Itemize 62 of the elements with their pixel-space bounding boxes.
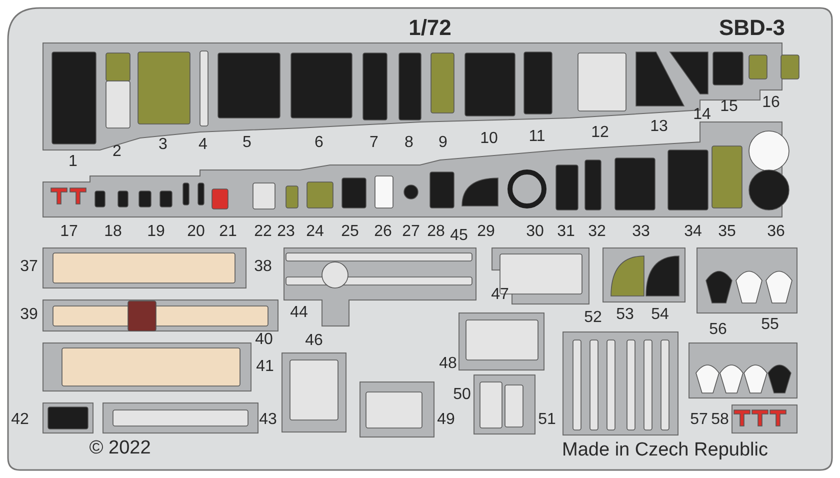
part-number: 13 [650, 119, 668, 135]
part-number: 37 [20, 259, 38, 275]
part-number: 14 [693, 107, 711, 123]
part-number: 51 [538, 412, 556, 428]
part-number: 8 [404, 135, 414, 151]
part-number: 47 [491, 287, 509, 303]
part-number: 55 [761, 317, 779, 333]
part-number: 44 [290, 305, 308, 321]
part-number: 26 [374, 224, 392, 240]
part-number: 31 [557, 224, 575, 240]
part-number: 58 [711, 412, 729, 428]
part-number: 53 [616, 307, 634, 323]
part-number: 21 [219, 224, 237, 240]
part-number: 17 [60, 224, 78, 240]
part-number: 33 [632, 224, 650, 240]
part-number: 16 [762, 95, 780, 111]
part-number: 22 [254, 224, 272, 240]
part-number: 27 [402, 224, 420, 240]
origin-note: Made in Czech Republic [562, 440, 768, 460]
part-number: 20 [187, 224, 205, 240]
part-number: 23 [277, 224, 295, 240]
scale-label: 1/72 [408, 17, 452, 39]
part-number: 18 [104, 224, 122, 240]
part-number: 36 [767, 224, 785, 240]
part-number: 46 [305, 333, 323, 349]
part-number: 38 [254, 259, 272, 275]
part-number: 30 [526, 224, 544, 240]
model-designation: SBD-3 [719, 17, 785, 39]
part-number: 43 [259, 412, 277, 428]
part-number: 32 [588, 224, 606, 240]
part-number: 25 [341, 224, 359, 240]
part-number: 24 [306, 224, 324, 240]
part-number: 1 [68, 154, 78, 170]
part-number: 6 [314, 135, 324, 151]
part-number: 28 [427, 224, 445, 240]
part-number: 34 [684, 224, 702, 240]
part-number: 19 [147, 224, 165, 240]
part-number: 5 [242, 135, 252, 151]
part-number: 40 [255, 332, 273, 348]
part-number: 12 [591, 125, 609, 141]
part-number: 10 [480, 131, 498, 147]
part-number: 15 [720, 99, 738, 115]
part-number: 39 [20, 307, 38, 323]
part-number: 57 [690, 412, 708, 428]
part-number: 41 [256, 359, 274, 375]
part-number: 50 [453, 387, 471, 403]
part-number: 9 [438, 135, 448, 151]
part-number: 2 [112, 144, 122, 160]
part-number: 52 [584, 310, 602, 326]
part-number: 49 [437, 412, 455, 428]
part-number: 54 [651, 307, 669, 323]
copyright-notice: © 2022 [89, 438, 151, 458]
part-number: 3 [158, 137, 168, 153]
part-number: 29 [477, 224, 495, 240]
part-number: 45 [450, 228, 468, 244]
part-number: 48 [439, 356, 457, 372]
part-number: 7 [370, 135, 378, 151]
part-number: 56 [709, 322, 727, 338]
part-number: 35 [718, 224, 736, 240]
part-number: 4 [198, 137, 208, 153]
part-number: 11 [528, 129, 546, 145]
part-number: 42 [11, 412, 29, 428]
